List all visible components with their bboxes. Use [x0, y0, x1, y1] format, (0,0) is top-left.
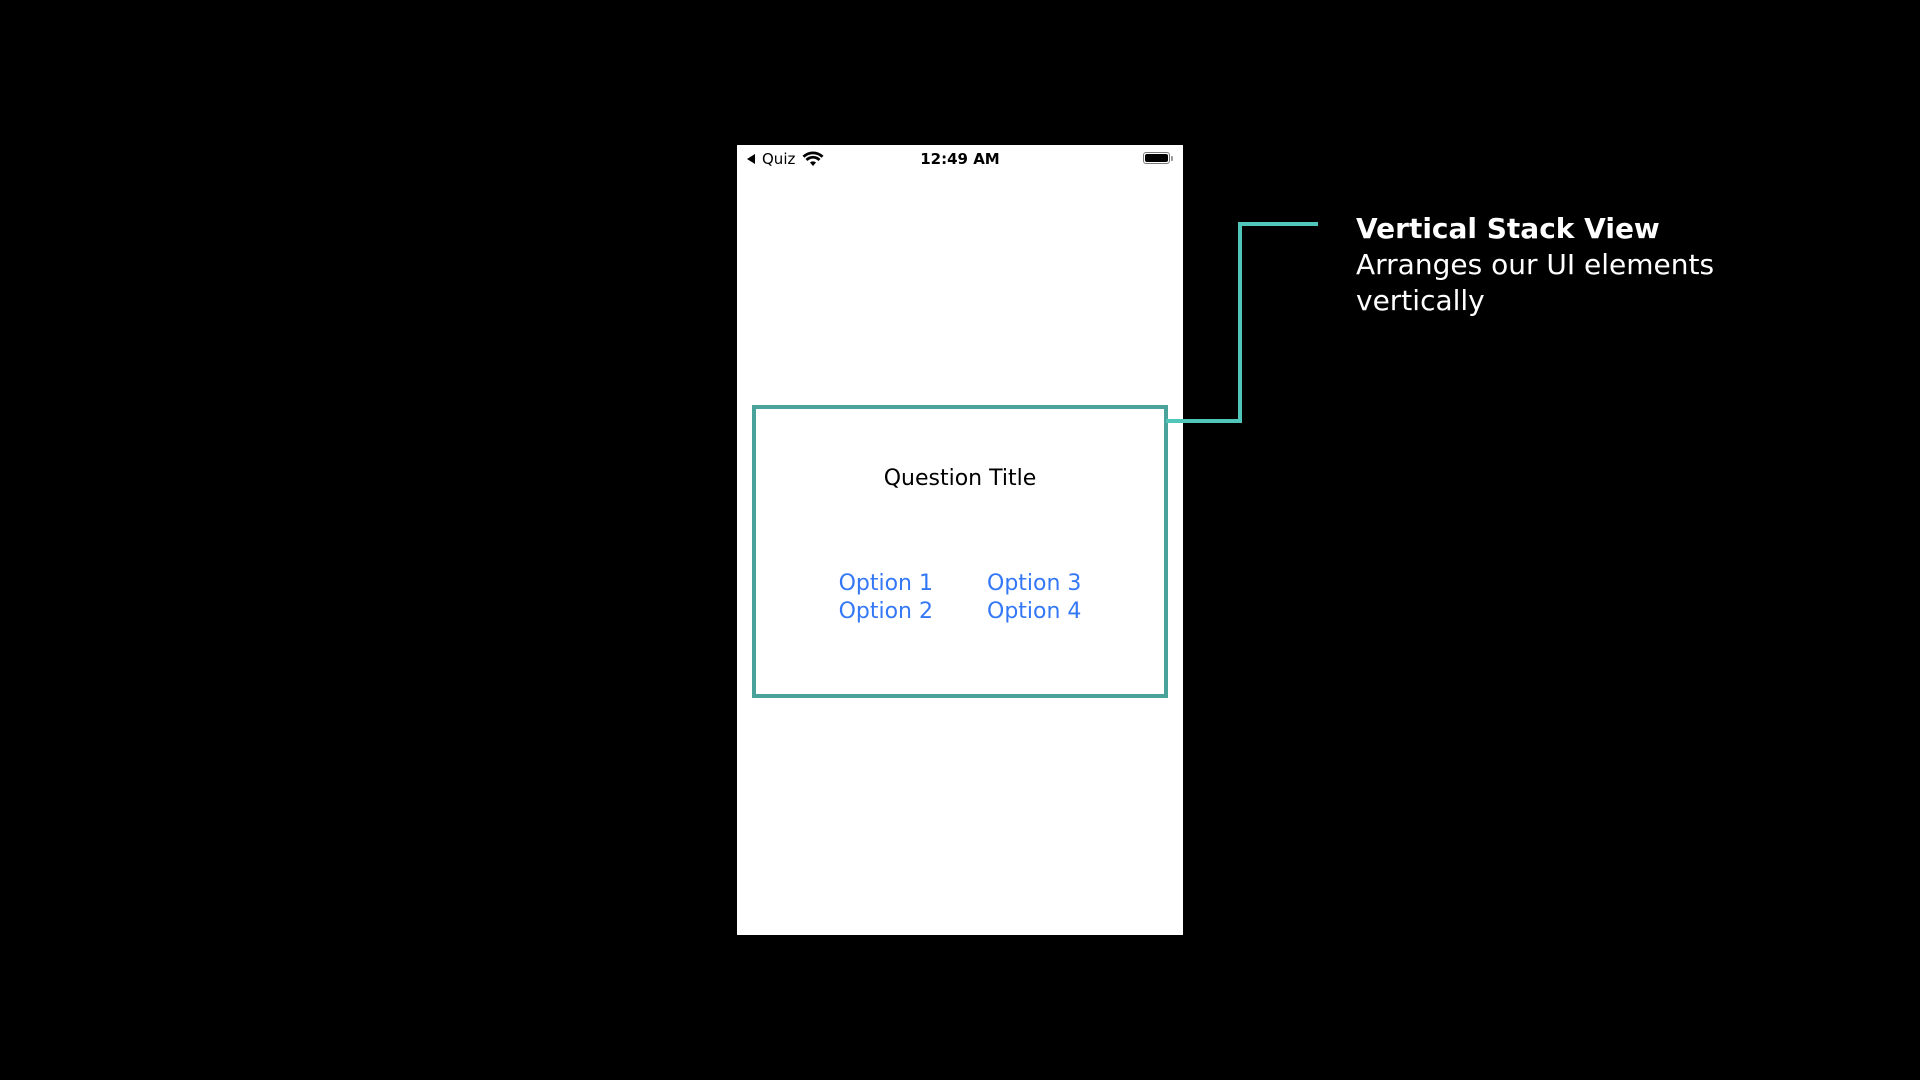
annotation-title: Vertical Stack View — [1356, 212, 1660, 245]
back-label: Quiz — [762, 150, 796, 168]
status-time: 12:49 AM — [920, 150, 1000, 168]
question-title: Question Title — [883, 466, 1037, 491]
annotation-body: Arranges our UI elements vertically — [1356, 248, 1715, 317]
annotation-callout: Vertical Stack View Arranges our UI elem… — [1356, 211, 1836, 319]
back-to-quiz-link[interactable]: Quiz — [747, 151, 824, 167]
battery-icon — [1143, 152, 1175, 166]
vertical-stack-view: Question Title Option 1 Option 2 Option … — [752, 405, 1168, 698]
option-1-button[interactable]: Option 1 — [838, 571, 933, 596]
phone-screen: Quiz 12:49 AM Question Title Option 1 Op… — [737, 145, 1183, 935]
back-arrow-icon — [747, 154, 755, 164]
status-bar: Quiz 12:49 AM — [737, 145, 1183, 173]
wifi-icon — [802, 151, 824, 166]
options-column-right: Option 3 Option 4 — [987, 570, 1081, 626]
option-2-button[interactable]: Option 2 — [838, 599, 933, 624]
option-4-button[interactable]: Option 4 — [987, 599, 1082, 624]
option-3-button[interactable]: Option 3 — [987, 571, 1082, 596]
options-column-left: Option 1 Option 2 — [839, 570, 933, 626]
options-grid: Option 1 Option 2 Option 3 Option 4 — [756, 570, 1164, 626]
